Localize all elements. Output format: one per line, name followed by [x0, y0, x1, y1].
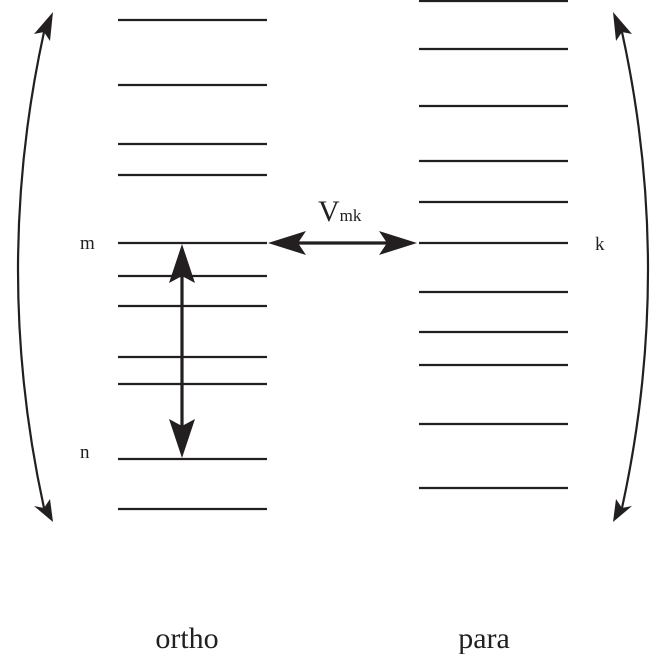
para-levels: [419, 0, 568, 490]
ortho-transition-arrow: [169, 244, 195, 458]
coupling-label: Vmk: [318, 195, 362, 228]
para-manifold-arrow: [613, 12, 650, 522]
level-m-label: m: [80, 233, 95, 254]
coupling-symbol: V: [318, 195, 340, 228]
coupling-subscript: mk: [340, 206, 362, 225]
ortho-manifold-arrow: [16, 12, 53, 522]
coupling-arrow: [268, 231, 417, 255]
ortho-label: ortho: [155, 622, 218, 654]
level-k-label: k: [595, 234, 605, 255]
level-n-label: n: [80, 442, 90, 463]
para-label: para: [458, 622, 510, 654]
ortho-levels: [118, 18, 267, 511]
